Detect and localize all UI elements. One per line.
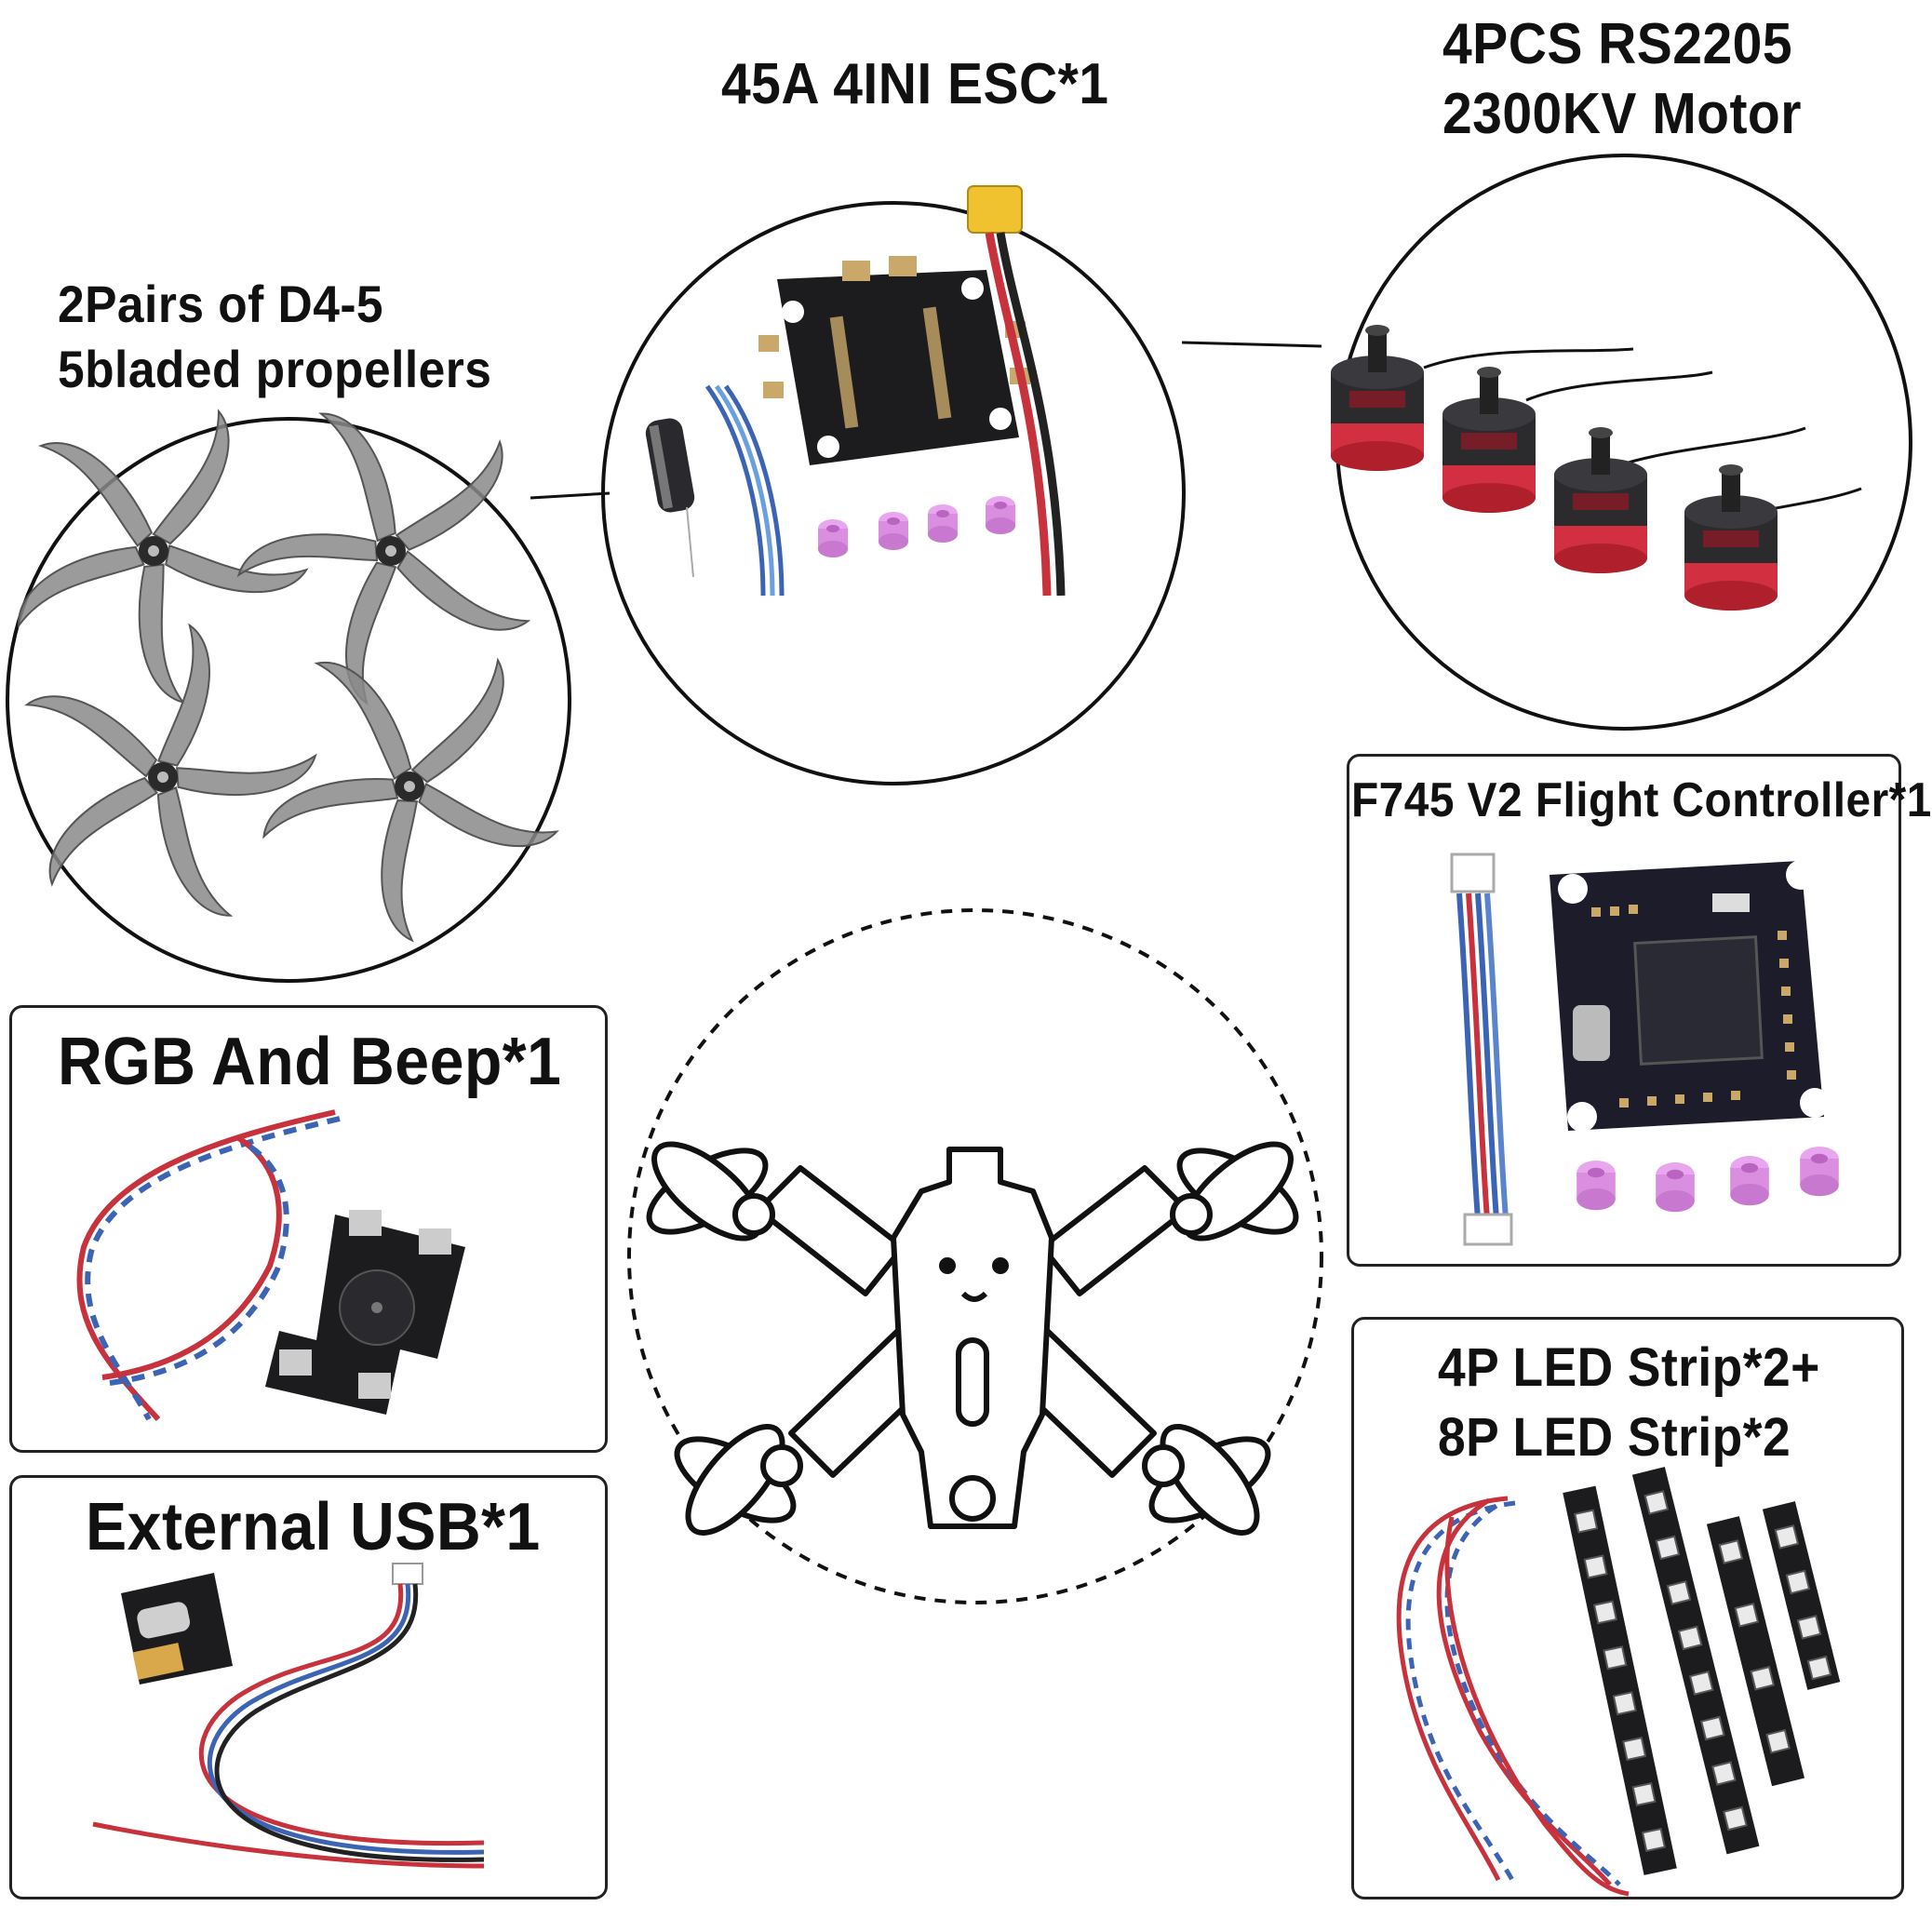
fc-cable-icon bbox=[1450, 852, 1513, 1246]
external-usb-label: External USB*1 bbox=[86, 1490, 541, 1564]
beeper-board-icon bbox=[265, 1210, 465, 1415]
propellers-circle bbox=[6, 417, 571, 983]
esc-circle bbox=[601, 201, 1186, 785]
quad-frame-icon bbox=[646, 1141, 1299, 1536]
rgb-twisted-wire-icon bbox=[76, 1109, 341, 1422]
esc-label: 45A 4INI ESC*1 bbox=[721, 52, 1109, 116]
connector-line bbox=[1181, 341, 1322, 348]
frame-dashed-circle bbox=[627, 908, 1323, 1604]
silicone-pads-icon bbox=[818, 496, 1015, 557]
usb-cable-icon bbox=[92, 1563, 485, 1869]
propellers-label-line2: 5bladed propellers bbox=[58, 340, 492, 398]
usb-c-board-icon bbox=[121, 1573, 233, 1685]
flight-controller-label: F745 V2 Flight Controller*1 bbox=[1351, 773, 1932, 827]
led-strip-4p-icon bbox=[1762, 1501, 1841, 1690]
fc-silicone-pads-icon bbox=[1576, 1147, 1839, 1213]
motor-wires-icon bbox=[1423, 347, 1862, 523]
propellers-label: 2Pairs of D4-5 5bladed propellers bbox=[58, 272, 491, 402]
rgb-beep-label: RGB And Beep*1 bbox=[58, 1025, 562, 1099]
xt60-connector-icon bbox=[967, 185, 1066, 597]
motor-icon bbox=[1331, 325, 1424, 471]
led-strip-4p-icon bbox=[1706, 1516, 1805, 1787]
led-strip-label: 4P LED Strip*2+ 8P LED Strip*2 bbox=[1438, 1333, 1820, 1472]
led-strip-8p-icon bbox=[1631, 1467, 1760, 1855]
motor-icon bbox=[1684, 464, 1778, 611]
led-strip-label-line2: 8P LED Strip*2 bbox=[1438, 1407, 1791, 1468]
propellers-label-line1: 2Pairs of D4-5 bbox=[58, 275, 384, 333]
motor-icon bbox=[1554, 427, 1647, 573]
esc-signal-cable-icon bbox=[704, 384, 785, 597]
flight-controller-board-icon bbox=[1550, 860, 1830, 1132]
propeller-icon bbox=[0, 602, 355, 966]
motors-label-line2: 2300KV Motor bbox=[1442, 82, 1802, 146]
capacitor-icon bbox=[645, 418, 695, 578]
connector-line bbox=[530, 491, 610, 500]
motor-icon bbox=[1442, 367, 1536, 513]
motors-label-line1: 4PCS RS2205 bbox=[1442, 12, 1793, 76]
led-wires-icon bbox=[1396, 1496, 1630, 1897]
propeller-icon bbox=[242, 624, 587, 969]
led-strip-8p-icon bbox=[1563, 1485, 1677, 1875]
led-strip-label-line1: 4P LED Strip*2+ bbox=[1438, 1337, 1820, 1398]
propeller-icon bbox=[203, 371, 585, 752]
esc-board bbox=[758, 256, 1030, 465]
motors-label: 4PCS RS2205 2300KV Motor bbox=[1442, 9, 1802, 149]
